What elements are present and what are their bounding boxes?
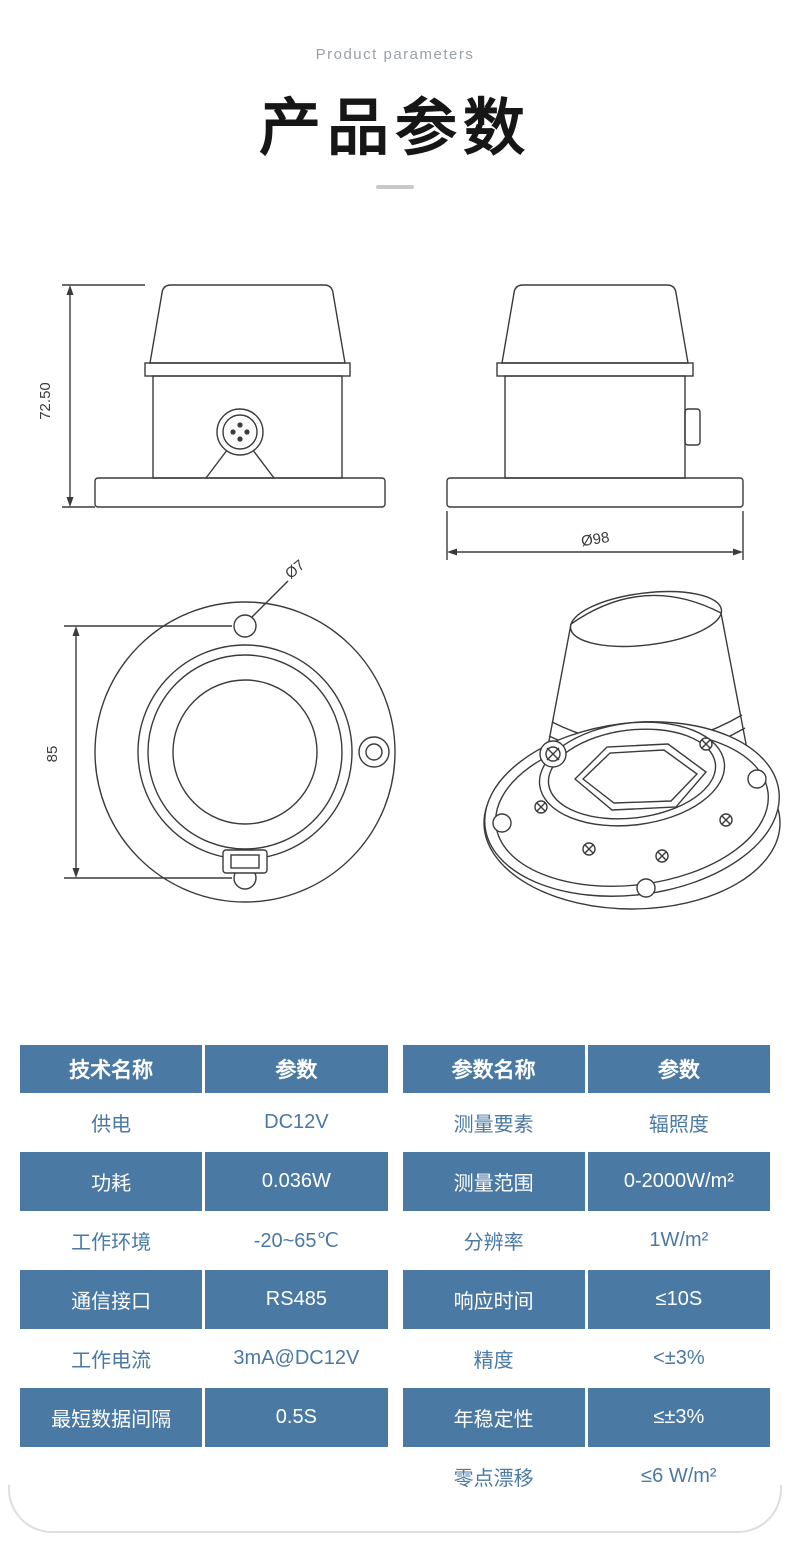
- table-row: 工作电流 3mA@DC12V: [20, 1329, 388, 1388]
- table-row: 分辨率 1W/m²: [402, 1211, 770, 1270]
- spec-value: DC12V: [205, 1093, 388, 1152]
- top-view-drawing: Ø7 85: [44, 557, 396, 903]
- page-title: 产品参数: [258, 94, 531, 163]
- column-header: 参数名称: [402, 1045, 585, 1093]
- spec-value: 3mA@DC12V: [205, 1329, 388, 1388]
- spec-value: <±3%: [587, 1329, 770, 1388]
- spec-name: 工作电流: [20, 1329, 203, 1388]
- spec-value: ≤10S: [587, 1270, 770, 1329]
- spec-table-right: 参数名称 参数 测量要素 辐照度 测量范围 0-2000W/m² 分辨率 1W/…: [402, 1045, 770, 1506]
- table-row: 供电 DC12V: [20, 1093, 388, 1152]
- table-row: 测量范围 0-2000W/m²: [402, 1152, 770, 1211]
- spec-name: 测量范围: [402, 1152, 585, 1211]
- spec-name: 年稳定性: [402, 1388, 585, 1447]
- spec-name: 测量要素: [402, 1093, 585, 1152]
- spec-value: RS485: [205, 1270, 388, 1329]
- table-row: 最短数据间隔 0.5S: [20, 1388, 388, 1447]
- spec-name: 供电: [20, 1093, 203, 1152]
- side-view-drawing: Ø98: [446, 284, 744, 560]
- page-header: Product parameters 产品参数: [0, 0, 790, 189]
- spec-value: ≤±3%: [587, 1388, 770, 1447]
- table-row: 年稳定性 ≤±3%: [402, 1388, 770, 1447]
- spec-name: 功耗: [20, 1152, 203, 1211]
- spec-value: 0.036W: [205, 1152, 388, 1211]
- spec-name: 零点漂移: [402, 1447, 585, 1506]
- column-header: 参数: [587, 1045, 770, 1093]
- spec-table-left: 技术名称 参数 供电 DC12V 功耗 0.036W 工作环境 -20~65℃ …: [20, 1045, 388, 1506]
- table-row: 精度 <±3%: [402, 1329, 770, 1388]
- column-header: 技术名称: [20, 1045, 203, 1093]
- dimension-bolt-spacing-label: 85: [44, 746, 61, 763]
- card-bottom-border: [8, 1485, 782, 1533]
- front-view-drawing: 72.50: [37, 284, 386, 508]
- technical-drawings: 72.50 Ø98: [0, 267, 790, 987]
- table-header-row: 参数名称 参数: [402, 1045, 770, 1093]
- spec-value: 辐照度: [587, 1093, 770, 1152]
- perspective-view-drawing: [483, 590, 781, 910]
- technical-drawings-svg: 72.50 Ø98: [37, 284, 781, 910]
- table-row: 测量要素 辐照度: [402, 1093, 770, 1152]
- spec-value: 0.5S: [205, 1388, 388, 1447]
- subtitle: Product parameters: [315, 46, 475, 63]
- table-row: 工作环境 -20~65℃: [20, 1211, 388, 1270]
- spec-name: 通信接口: [20, 1270, 203, 1329]
- spec-name: 最短数据间隔: [20, 1388, 203, 1447]
- table-header-row: 技术名称 参数: [20, 1045, 388, 1093]
- table-row: 通信接口 RS485: [20, 1270, 388, 1329]
- spec-name: 精度: [402, 1329, 585, 1388]
- dimension-height-label: 72.50: [37, 382, 54, 420]
- spec-value: 0-2000W/m²: [587, 1152, 770, 1211]
- spec-name: 分辨率: [402, 1211, 585, 1270]
- title-underline: [376, 185, 414, 189]
- spec-name: 响应时间: [402, 1270, 585, 1329]
- table-row: 响应时间 ≤10S: [402, 1270, 770, 1329]
- table-row: 功耗 0.036W: [20, 1152, 388, 1211]
- column-header: 参数: [205, 1045, 388, 1093]
- dimension-hole-label: Ø7: [282, 557, 308, 583]
- spec-name: 工作环境: [20, 1211, 203, 1270]
- spec-value: -20~65℃: [205, 1211, 388, 1270]
- dimension-diameter-label: Ø98: [580, 529, 611, 550]
- spec-tables: 技术名称 参数 供电 DC12V 功耗 0.036W 工作环境 -20~65℃ …: [0, 1045, 790, 1506]
- spec-value: 1W/m²: [587, 1211, 770, 1270]
